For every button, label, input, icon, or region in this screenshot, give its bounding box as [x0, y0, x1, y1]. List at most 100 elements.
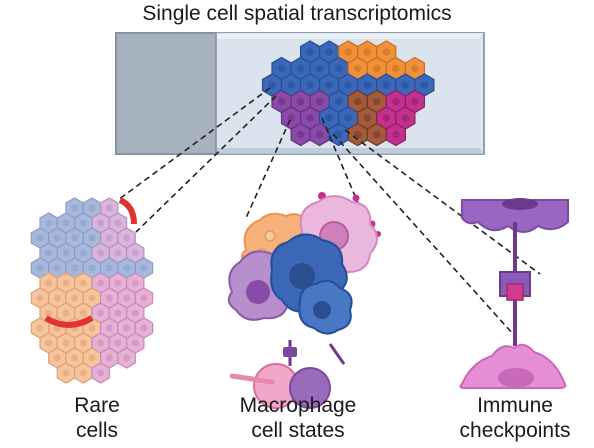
tissue-cell-nucleus [315, 130, 324, 139]
tissue-cell-nucleus [411, 97, 419, 106]
tissue-cell-nucleus [363, 81, 372, 89]
tissue-cell-nucleus [296, 97, 305, 106]
rare-panel-cell-nucleus [105, 234, 113, 242]
rare-cells-illustration [30, 197, 154, 384]
rare-panel-cell-nucleus [131, 249, 139, 257]
macrophage-illustration [227, 192, 381, 409]
immune-checkpoints-label: Immune checkpoints [459, 394, 571, 442]
tissue-cell-nucleus [334, 64, 343, 73]
rare-panel-cell-nucleus [105, 204, 113, 212]
rare-panel-cell-nucleus [88, 234, 96, 242]
frosted-label-area [115, 32, 217, 155]
rare-panel-cell-nucleus [79, 369, 87, 377]
rare-panel-cell-nucleus [45, 279, 53, 287]
rare-panel-cell-nucleus [97, 219, 105, 227]
rare-panel-cell-nucleus [45, 249, 53, 257]
tissue-cell-nucleus [363, 114, 372, 122]
tissue-cell-nucleus [306, 81, 314, 89]
tissue-cell-nucleus [392, 64, 400, 73]
rare-panel-cell-nucleus [53, 234, 61, 242]
rare-panel-cell-nucleus [131, 309, 139, 317]
rare-panel-cell-nucleus [105, 294, 113, 302]
rare-panel-cell-nucleus [88, 264, 96, 272]
rare-panel-cell-nucleus [71, 354, 79, 362]
rare-panel-cell-nucleus [88, 354, 96, 362]
rare-panel-cell-nucleus [62, 369, 70, 377]
rare-panel-cell-nucleus [36, 294, 44, 302]
rare-panel-cell-nucleus [71, 264, 79, 272]
rare-panel-cell-nucleus [97, 309, 105, 317]
rare-panel-cell-nucleus [88, 294, 96, 302]
rare-panel-cell-nucleus [36, 234, 44, 242]
rare-panel-cell-nucleus [36, 264, 44, 272]
tissue-cell-nucleus [382, 114, 391, 122]
rare-cell-marker [44, 315, 94, 328]
rare-panel-cell-nucleus [105, 354, 113, 362]
rare-panel-cell-nucleus [131, 279, 139, 287]
rare-panel-cell-nucleus [45, 339, 53, 347]
tissue-cell-nucleus [287, 114, 295, 122]
tissue-cell-nucleus [315, 97, 324, 106]
tissue-cell-nucleus [372, 64, 381, 73]
rare-cell-marker [118, 197, 137, 225]
tissue-cell-nucleus [344, 114, 353, 122]
rare-panel-cell-nucleus [71, 204, 79, 212]
rare-panel-cell-nucleus [62, 279, 70, 287]
rare-panel-cell-nucleus [114, 249, 122, 257]
tissue-cell-nucleus [420, 81, 429, 89]
tissue-cell-nucleus [401, 81, 410, 89]
rare-panel-cell-nucleus [123, 354, 131, 362]
rare-panel-cell-nucleus [131, 339, 139, 347]
rare-panel-cell-nucleus [36, 324, 44, 332]
rare-panel-cell-nucleus [71, 294, 79, 302]
rare-panel-cell-nucleus [114, 339, 122, 347]
rare-panel-cell-nucleus [123, 294, 131, 302]
tissue-cell-nucleus [411, 64, 419, 73]
tissue-cell-nucleus [287, 81, 295, 89]
tissue-cell-nucleus [353, 97, 362, 106]
rare-panel-cell-nucleus [71, 234, 79, 242]
tissue-cell-nucleus [344, 81, 353, 89]
tissue-cell-nucleus [296, 64, 305, 73]
rare-panel-cell-nucleus [140, 294, 148, 302]
tissue-section [261, 40, 435, 147]
tissue-cell-nucleus [334, 97, 343, 106]
tissue-cell-nucleus [344, 48, 353, 56]
rare-panel-cell-nucleus [53, 294, 61, 302]
tissue-cell-nucleus [306, 48, 314, 56]
rare-panel-cell-nucleus [114, 309, 122, 317]
tissue-cell-nucleus [372, 130, 381, 139]
tissue-cell-nucleus [268, 81, 276, 89]
rare-panel-cell-nucleus [62, 309, 70, 317]
rare-cells-label: Rare cells [74, 394, 120, 442]
rare-panel-cell-nucleus [123, 234, 131, 242]
tissue-cell-nucleus [353, 130, 362, 139]
rare-panel-cell-nucleus [114, 279, 122, 287]
macrophage-cell-states-label: Macrophage cell states [239, 394, 357, 442]
tissue-cell-nucleus [382, 48, 391, 56]
immune-checkpoint-illustration [459, 198, 569, 389]
rare-panel-cell-nucleus [45, 309, 53, 317]
rare-panel-cell-nucleus [79, 339, 87, 347]
tissue-cell-nucleus [353, 64, 362, 73]
rare-panel-cell-nucleus [79, 219, 87, 227]
tissue-cell-nucleus [315, 64, 324, 73]
rare-panel-cell-nucleus [140, 264, 148, 272]
tissue-cell-nucleus [392, 97, 400, 106]
tissue-cell-nucleus [277, 64, 286, 73]
tissue-cell-nucleus [306, 114, 314, 122]
tissue-cell-nucleus [277, 97, 286, 106]
rare-panel-cell-nucleus [97, 339, 105, 347]
rare-panel-cell-nucleus [62, 249, 70, 257]
rare-panel-cell-nucleus [97, 279, 105, 287]
rare-panel-cell-nucleus [114, 219, 122, 227]
rare-panel-cell-nucleus [45, 219, 53, 227]
tissue-cell-nucleus [363, 48, 372, 56]
tissue-cell-nucleus [382, 81, 391, 89]
rare-panel-cell-nucleus [79, 309, 87, 317]
rare-panel-cell-nucleus [79, 279, 87, 287]
rare-panel-cell-nucleus [105, 264, 113, 272]
rare-panel-cell-nucleus [123, 324, 131, 332]
rare-panel-cell-nucleus [79, 249, 87, 257]
